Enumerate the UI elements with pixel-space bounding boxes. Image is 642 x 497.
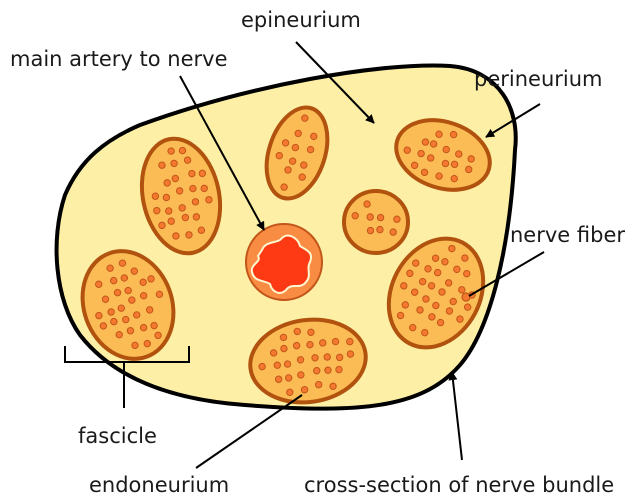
nerve-fiber: [275, 376, 282, 383]
nerve-fiber: [297, 356, 304, 363]
nerve-fiber: [377, 214, 383, 220]
nerve-fiber: [394, 216, 400, 222]
nerve-fiber: [315, 381, 322, 388]
nerve-fiber: [352, 213, 358, 219]
main-artery: [246, 224, 322, 300]
nerve-fiber: [335, 366, 342, 373]
nerve-fiber: [347, 350, 354, 357]
nerve-fiber: [324, 367, 331, 374]
fascicle: [344, 191, 408, 253]
nerve-fiber: [329, 383, 336, 390]
nerve-fiber: [367, 227, 373, 233]
nerve-fiber: [293, 342, 300, 349]
nerve-fiber: [332, 338, 339, 345]
label-epineurium: epineurium: [241, 8, 361, 32]
nerve-fiber: [311, 354, 318, 361]
nerve-fiber: [280, 334, 287, 341]
nerve-fiber: [390, 229, 396, 235]
nerve-fiber: [274, 362, 281, 369]
nerve-fiber: [270, 349, 277, 356]
label-cross-section: cross-section of nerve bundle: [304, 473, 614, 497]
highlighted-nerve-fiber: [462, 293, 470, 301]
nerve-fiber: [297, 371, 304, 378]
nerve-fiber: [319, 339, 326, 346]
nerve-fiber: [284, 360, 291, 367]
nerve-fiber: [324, 353, 331, 360]
label-fascicle: fascicle: [78, 424, 157, 448]
label-main-artery: main artery to nerve: [10, 47, 228, 71]
label-endoneurium: endoneurium: [89, 473, 229, 497]
nerve-fiber: [336, 354, 343, 361]
nerve-fiber: [301, 386, 308, 393]
nerve-fiber: [377, 226, 383, 232]
label-perineurium: perineurium: [474, 67, 603, 91]
nerve-fiber: [280, 345, 287, 352]
label-nerve-fiber: nerve fiber: [510, 223, 625, 247]
nerve-fiber: [364, 201, 370, 207]
nerve-fiber: [285, 374, 292, 381]
nerve-fiber: [259, 363, 266, 370]
nerve-fiber: [313, 367, 320, 374]
nerve-fiber: [286, 389, 293, 396]
cross-section-arrow: [452, 372, 462, 460]
nerve-fiber: [306, 341, 313, 348]
nerve-fiber: [294, 328, 301, 335]
nerve-fiber: [367, 214, 373, 220]
nerve-fiber: [307, 329, 314, 336]
nerve-fiber: [346, 338, 353, 345]
